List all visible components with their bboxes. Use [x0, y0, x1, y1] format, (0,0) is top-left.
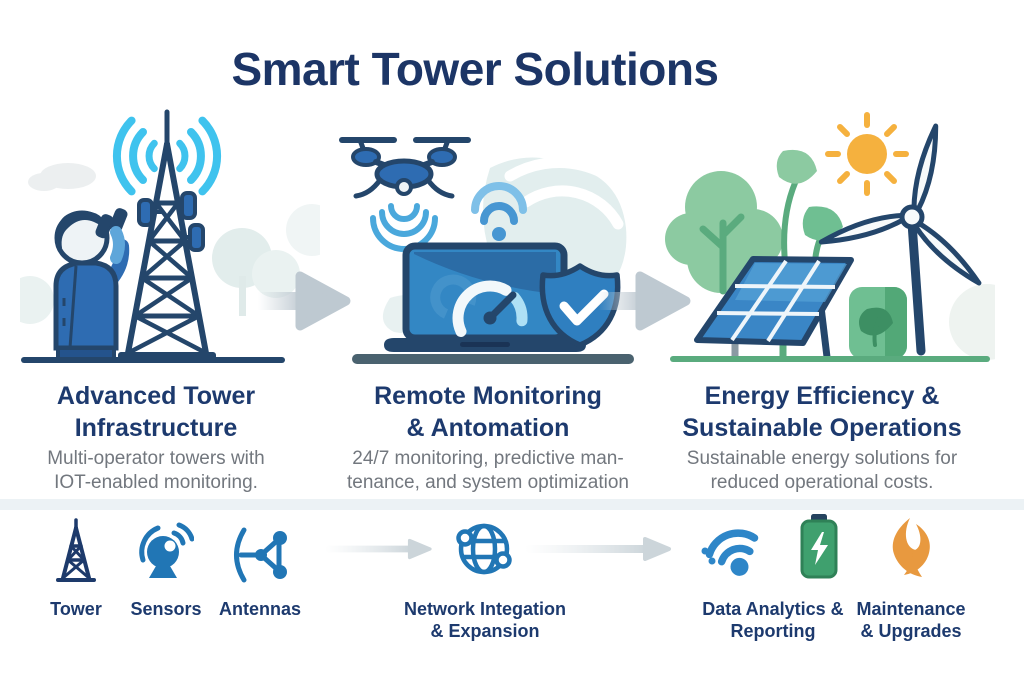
sensor-dish-icon [139, 522, 194, 578]
pipeline-label-antennas: Antennas [218, 599, 301, 619]
pipeline-label-analytics: Data Analytics & Reporting [702, 599, 844, 641]
solar-panel-icon [694, 256, 854, 358]
lattice-tower-icon [125, 109, 209, 356]
technician-figure [53, 208, 130, 362]
binoculars-icon [95, 208, 128, 239]
antenna-array-icon [234, 527, 287, 583]
illustration-remote-monitoring [339, 137, 645, 364]
arrow-right-icon [525, 537, 671, 561]
flame-icon [892, 518, 930, 577]
section-heading-3: Energy Efficiency & Sustainable Operatio… [682, 382, 962, 442]
globe-network-icon [456, 523, 512, 575]
section-description-1: Multi-operator towers with IOT-enabled m… [47, 448, 265, 494]
drone-signal-waves-icon [370, 203, 438, 252]
page-title: Smart Tower Solutions [231, 43, 719, 95]
pipeline-label-sensors: Sensors [130, 599, 202, 619]
illustration-sustainable-energy [665, 112, 995, 362]
green-battery-icon [849, 287, 907, 359]
drone-icon [339, 137, 471, 199]
sun-icon [825, 112, 909, 196]
section-divider [0, 499, 1024, 510]
leaves-icon [776, 149, 843, 268]
arrow-right-icon [258, 271, 351, 331]
tower-icon [56, 518, 96, 582]
wind-turbine-icon [818, 123, 982, 356]
tree-icon [665, 171, 783, 295]
section-description-2: 24/7 monitoring, predictive man- tenance… [347, 448, 629, 494]
illustration-tower-technician [20, 109, 320, 363]
radio-waves-icon [112, 116, 222, 196]
arrow-right-icon [598, 271, 691, 331]
speed-gauge-icon [452, 280, 528, 337]
section-description-3: Sustainable energy solutions for reduced… [686, 448, 958, 494]
section-heading-1: Advanced Tower Infrastructure [56, 382, 256, 442]
arrow-right-icon [325, 538, 432, 560]
pipeline-label-tower: Tower [50, 599, 102, 619]
wifi-icon [471, 182, 527, 241]
pipeline-label-network: Network Integation & Expansion [403, 599, 566, 641]
tower-antenna-panels-icon [137, 191, 205, 252]
pipeline-label-maintenance: Maintenance & Upgrades [856, 599, 966, 641]
shield-check-icon [539, 263, 621, 348]
battery-charge-icon [800, 514, 838, 579]
section-heading-2: Remote Monitoring & Antomation [374, 382, 602, 442]
wifi-signal-icon [701, 529, 759, 576]
